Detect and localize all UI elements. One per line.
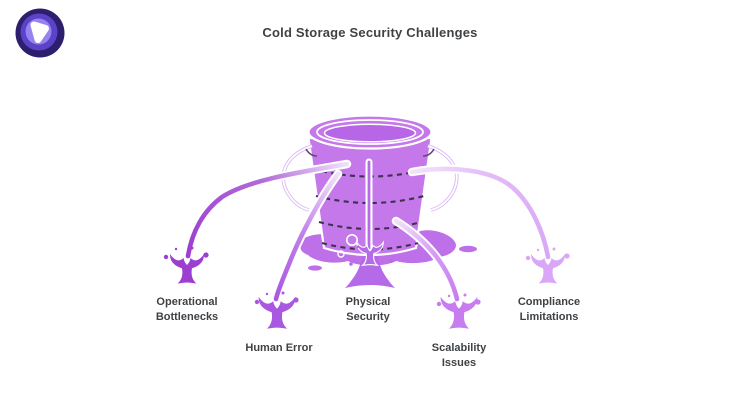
label-scalability-issues: Scalability Issues bbox=[432, 341, 486, 371]
bucket-handle bbox=[281, 144, 459, 212]
label-line: Bottlenecks bbox=[155, 311, 219, 323]
stream-scalability-issues bbox=[391, 216, 462, 304]
bucket-opening bbox=[323, 123, 417, 143]
label-operational-bottlenecks: Operational Bottlenecks bbox=[156, 295, 218, 325]
splash-physical-security bbox=[349, 241, 393, 266]
label-line: Operational bbox=[156, 296, 218, 308]
stream-human-error bbox=[271, 169, 343, 304]
label-line: Limitations bbox=[519, 311, 579, 323]
page-title: Cold Storage Security Challenges bbox=[262, 25, 478, 40]
splash-scalability-issues bbox=[436, 293, 481, 329]
puddle-droplet bbox=[459, 245, 477, 253]
puddle-drip bbox=[345, 248, 395, 288]
label-human-error: Human Error bbox=[245, 341, 312, 356]
bucket-rim-lip bbox=[316, 119, 424, 145]
label-physical-security: Physical Security bbox=[346, 295, 391, 325]
logo-triangle-icon bbox=[30, 21, 49, 43]
label-line: Scalability bbox=[431, 342, 487, 354]
label-line: Security bbox=[346, 311, 390, 323]
splash-operational-bottlenecks bbox=[163, 246, 209, 284]
stream-compliance-limitations bbox=[407, 164, 553, 262]
label-line: Physical bbox=[345, 296, 391, 308]
puddle-droplet bbox=[308, 265, 322, 271]
splash-human-error bbox=[254, 291, 299, 329]
label-line: Compliance bbox=[517, 296, 581, 308]
stream-operational-bottlenecks bbox=[183, 159, 352, 261]
splash-compliance-limitations bbox=[525, 247, 570, 284]
label-line: Human Error bbox=[245, 342, 313, 354]
label-line: Issues bbox=[441, 357, 477, 369]
label-compliance-limitations: Compliance Limitations bbox=[518, 295, 580, 325]
brand-logo[interactable] bbox=[15, 8, 65, 58]
